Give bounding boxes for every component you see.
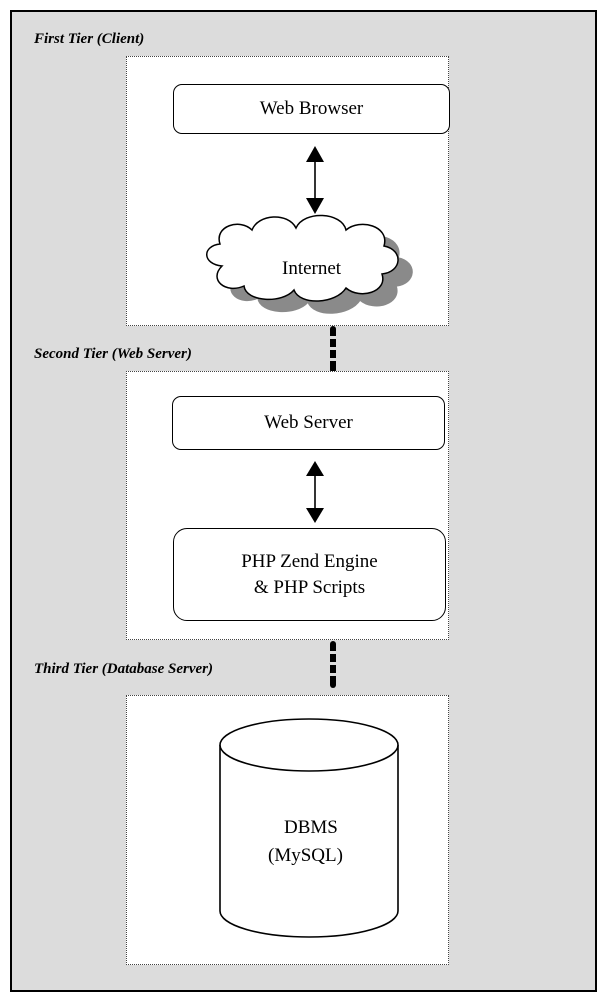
web-server-label: Web Server [264, 412, 353, 434]
web-browser-label: Web Browser [259, 98, 364, 120]
first-tier-label: First Tier (Client) [34, 31, 145, 47]
web-server-box: Web Server [172, 396, 445, 450]
server-php-arrow [306, 461, 324, 523]
dbms-label: DBMS [284, 817, 338, 838]
second-tier-label: Second Tier (Web Server) [34, 346, 192, 362]
tier1-tier2-connector [330, 326, 336, 373]
mysql-label: (MySQL) [268, 845, 343, 866]
php-engine-label: PHP Zend Engine [241, 550, 378, 572]
internet-cloud-icon: Internet [206, 214, 413, 314]
internet-label: Internet [282, 258, 342, 279]
tier2-tier3-connector [330, 641, 336, 688]
web-browser-box: Web Browser [173, 84, 450, 134]
database-cylinder-icon: DBMS (MySQL) [219, 718, 399, 938]
php-engine-box: PHP Zend Engine & PHP Scripts [173, 528, 446, 621]
third-tier-label: Third Tier (Database Server) [34, 661, 214, 677]
browser-internet-arrow [306, 146, 324, 214]
php-scripts-label: & PHP Scripts [253, 576, 366, 598]
